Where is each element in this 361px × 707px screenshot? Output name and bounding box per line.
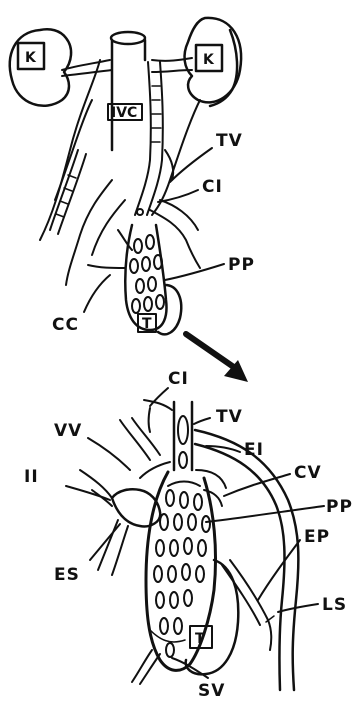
bottom-ep-label: EP xyxy=(304,527,330,547)
bottom-internal-iliac xyxy=(80,462,170,575)
right-kidney: K xyxy=(152,18,241,102)
ivc-label: IVC xyxy=(111,105,137,121)
bottom-tv-label: TV xyxy=(216,407,243,427)
iliac-vessels xyxy=(66,180,200,285)
bottom-ls-label: LS xyxy=(322,595,347,615)
bottom-es-label: ES xyxy=(54,565,80,585)
bottom-panel: T CI TV VV EI II CV PP EP ES LS SV xyxy=(24,369,353,701)
top-cc-label: CC xyxy=(52,315,79,335)
top-ci-label: CI xyxy=(202,177,223,197)
bottom-external-iliac xyxy=(195,430,298,690)
top-testis-label: T xyxy=(142,316,152,332)
bottom-pampiniform-plexus xyxy=(146,472,216,670)
bottom-vv-label: VV xyxy=(54,421,82,441)
bottom-ci-label: CI xyxy=(168,369,189,389)
kidney-right-label: K xyxy=(203,52,215,68)
bottom-ci-vessels xyxy=(120,400,172,460)
bottom-sv-label: SV xyxy=(198,681,225,701)
bottom-ii-label: II xyxy=(24,467,39,487)
bottom-cv-label: CV xyxy=(294,463,322,483)
bottom-testicular-vein xyxy=(174,402,192,470)
bottom-testis-label: T xyxy=(195,631,205,647)
bottom-ei-label: EI xyxy=(244,440,264,460)
top-tv-label: TV xyxy=(216,131,243,151)
left-kidney: K xyxy=(10,29,112,105)
transition-arrow xyxy=(186,334,248,382)
kidney-left-label: K xyxy=(25,50,37,66)
bottom-pp-label: PP xyxy=(326,497,353,517)
top-panel: K K IVC xyxy=(10,18,255,335)
top-pp-label: PP xyxy=(228,255,255,275)
